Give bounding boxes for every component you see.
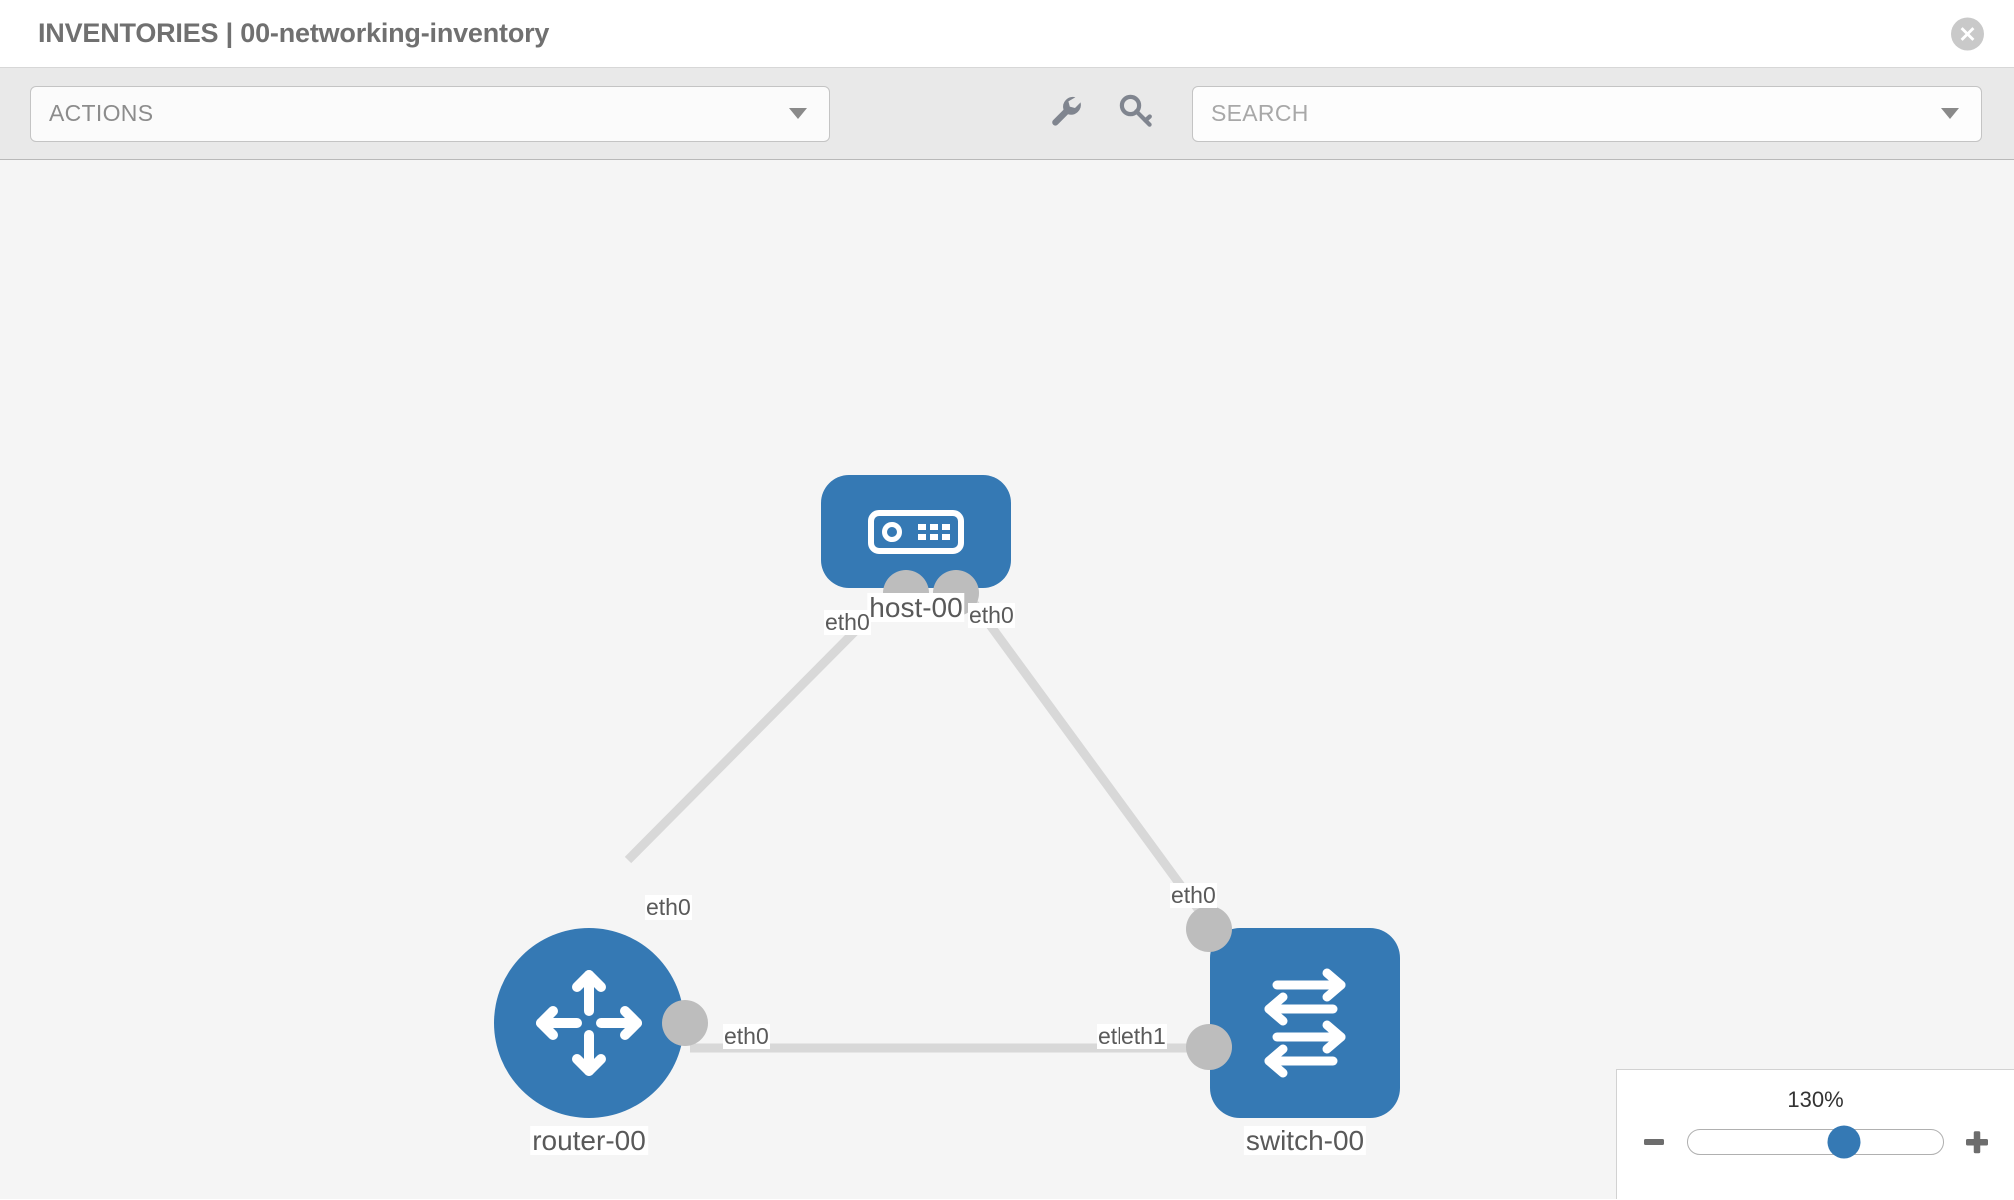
toolbar-icon-group (1046, 91, 1156, 136)
zoom-control-panel: 130% (1616, 1069, 2014, 1199)
port-router-right[interactable] (662, 1000, 708, 1046)
wrench-icon[interactable] (1046, 91, 1086, 136)
node-host-00[interactable]: host-00 (821, 475, 1011, 622)
page-title: INVENTORIES | 00-networking-inventory (38, 18, 550, 48)
port-switch-lower-left[interactable] (1186, 1024, 1232, 1070)
plus-icon[interactable] (1962, 1127, 1992, 1157)
edge-label-switch-left-b: eth1 (1120, 1023, 1167, 1050)
zoom-level-value: 130% (1787, 1087, 1844, 1112)
close-icon[interactable] (1951, 17, 1984, 50)
actions-dropdown-label: ACTIONS (49, 100, 154, 126)
edge-label-router-right: eth0 (723, 1023, 770, 1050)
port-switch-upper-left[interactable] (1186, 906, 1232, 952)
search-box[interactable] (1192, 85, 1982, 142)
edge-label-switch-up: eth0 (1170, 882, 1217, 909)
router-icon (536, 970, 642, 1076)
server-icon (868, 509, 964, 554)
toolbar: ACTIONS (0, 68, 2014, 160)
topology-links (624, 580, 1232, 1053)
node-router-00[interactable]: router-00 (494, 928, 708, 1155)
topology-canvas[interactable]: host-00 router-00 (0, 160, 2014, 1199)
node-label-switch-00: switch-00 (1243, 1125, 1367, 1156)
node-switch-00[interactable]: switch-00 (1186, 906, 1400, 1155)
key-icon[interactable] (1116, 91, 1156, 136)
switch-icon (1264, 968, 1346, 1078)
node-label-host-00: host-00 (867, 592, 965, 623)
title-bar: INVENTORIES | 00-networking-inventory (0, 0, 2014, 68)
edge-label-router-up: eth0 (645, 894, 692, 921)
host-node-shape[interactable] (821, 475, 1011, 588)
search-input[interactable] (1211, 100, 1963, 127)
zoom-slider-row (1617, 1125, 2014, 1159)
zoom-slider-track[interactable] (1687, 1125, 1944, 1159)
router-node-shape[interactable] (494, 928, 684, 1118)
zoom-slider-thumb[interactable] (1827, 1125, 1861, 1159)
chevron-down-icon[interactable] (1941, 108, 1959, 119)
actions-dropdown[interactable]: ACTIONS (30, 85, 830, 142)
minus-icon[interactable] (1639, 1127, 1669, 1157)
edge-label-host-left: eth0 (824, 609, 871, 636)
node-label-router-00: router-00 (530, 1125, 648, 1156)
switch-node-shape[interactable] (1210, 928, 1400, 1118)
edge-label-host-right: eth0 (968, 602, 1015, 629)
chevron-down-icon (789, 108, 807, 119)
